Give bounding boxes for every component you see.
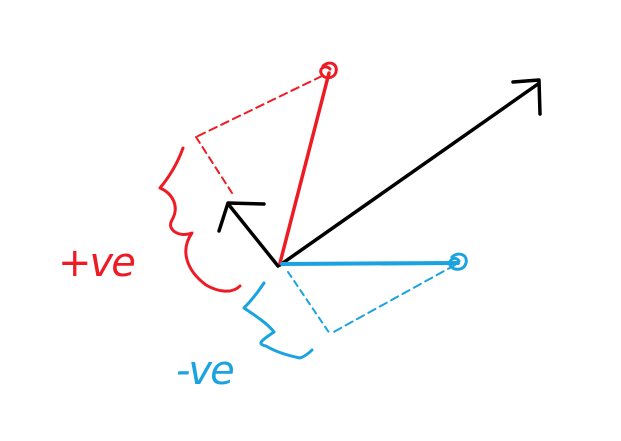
negative-label: -ve bbox=[176, 348, 233, 394]
blue-vector-group bbox=[242, 252, 468, 360]
black-vectors bbox=[217, 78, 542, 268]
red-perpendicular-line bbox=[195, 136, 233, 194]
black-short-arrowhead bbox=[217, 201, 266, 233]
red-bracket bbox=[158, 146, 242, 293]
black-long-arrowhead bbox=[511, 78, 542, 116]
positive-label: +ve bbox=[58, 240, 134, 286]
blue-vector-tip bbox=[448, 252, 468, 271]
red-vector-group bbox=[158, 61, 338, 293]
blue-projection-line bbox=[329, 264, 456, 335]
blue-bracket bbox=[242, 281, 314, 360]
red-vector-tip bbox=[319, 61, 338, 80]
blue-vector bbox=[280, 261, 460, 266]
red-projection-line bbox=[195, 75, 323, 138]
red-vector bbox=[278, 71, 331, 265]
blue-perpendicular-line bbox=[287, 271, 331, 335]
black-short-vector bbox=[227, 203, 280, 268]
black-long-vector bbox=[278, 82, 540, 267]
